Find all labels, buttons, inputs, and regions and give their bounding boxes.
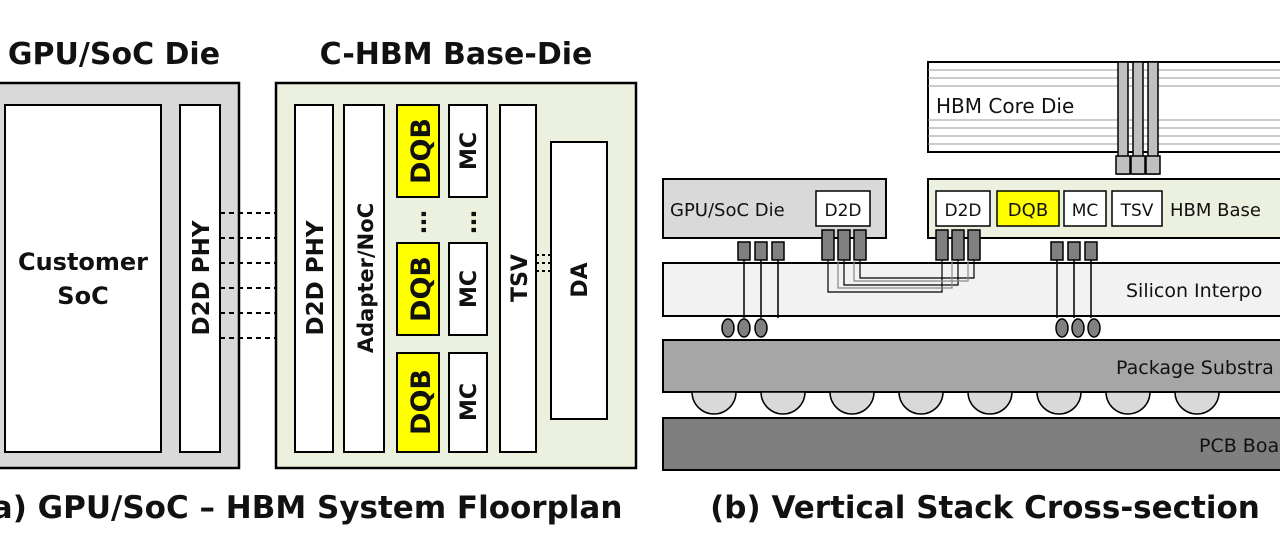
hbm-core-die-label: HBM Core Die (936, 94, 1074, 118)
hbm-core-die-stack (927, 61, 1280, 153)
panel-b-caption: (b) Vertical Stack Cross-section (710, 490, 1260, 526)
micro-bumps (737, 229, 1098, 261)
dqb-label-2: DQB (406, 256, 437, 322)
d2d-phy-gpu-block (179, 104, 221, 453)
mc-label-1: MC (457, 132, 482, 170)
silicon-interposer-label: Silicon Interpo (1126, 280, 1262, 302)
bga-balls (691, 391, 1220, 415)
mc-block-3 (448, 352, 488, 453)
d2d-gpu-block (815, 190, 871, 227)
da-label: DA (568, 262, 593, 297)
dqb-label-3: DQB (406, 369, 437, 435)
mc-ellipsis: … (454, 210, 482, 234)
pcb-board-label: PCB Boa (1199, 435, 1279, 457)
adapter-noc-label: Adapter/NoC (354, 203, 378, 353)
package-substrate (662, 339, 1280, 393)
tsv-block (499, 104, 537, 453)
d2d-gpu-label: D2D (825, 201, 862, 221)
tsv-label: TSV (508, 254, 533, 302)
hbm-base-label: HBM Base (1170, 200, 1261, 221)
d2d-phy-gpu-label: D2D PHY (189, 220, 215, 335)
gpu-soc-die-label-b: GPU/SoC Die (670, 200, 785, 221)
dqb-ellipsis: … (404, 210, 432, 234)
dqb-hbm-label: DQB (1008, 200, 1048, 221)
adapter-noc-block (343, 104, 385, 453)
panel-b-cross-section: HBM Core Die D2D DQB MC TSV HBM Base GPU… (662, 61, 1280, 526)
silicon-interposer (662, 262, 1280, 317)
mc-hbm-label: MC (1072, 201, 1099, 221)
d2d-hbm-block (935, 190, 991, 227)
d2d-phy-hbm-label: D2D PHY (303, 220, 329, 335)
hbm-core-die-layers (928, 69, 1280, 145)
tsv-da-link (536, 254, 551, 272)
tsv-pillars (1115, 61, 1161, 175)
gpu-soc-die-title: GPU/SoC Die (8, 37, 220, 72)
c-hbm-base-die-title: C-HBM Base-Die (320, 37, 593, 72)
dqb-block-3 (396, 352, 440, 453)
mc-hbm-block (1063, 190, 1107, 227)
interposer-vias (743, 260, 1092, 318)
mc-label-2: MC (457, 270, 482, 308)
panel-a-caption: (a) GPU/SoC – HBM System Floorplan (0, 490, 622, 526)
dqb-label-1: DQB (406, 118, 437, 184)
tsv-hbm-block (1111, 190, 1163, 227)
dqb-block-1 (396, 104, 440, 198)
d2d-phy-hbm-block (294, 104, 334, 453)
customer-soc-label-2: SoC (57, 282, 108, 310)
package-substrate-label: Package Substra (1116, 357, 1274, 379)
customer-soc-label-1: Customer (18, 248, 148, 276)
dqb-block-2 (396, 242, 440, 336)
mc-label-3: MC (457, 383, 482, 421)
panel-a-floorplan: GPU/SoC Die C-HBM Base-Die Customer SoC … (0, 37, 638, 526)
pcb-board (662, 417, 1280, 471)
da-block (550, 141, 608, 420)
tsv-hbm-label: TSV (1120, 201, 1154, 221)
dqb-hbm-block (996, 190, 1060, 227)
d2d-hbm-label: D2D (945, 201, 982, 221)
mc-block-1 (448, 104, 488, 198)
c4-bumps (721, 318, 1101, 338)
mc-block-2 (448, 242, 488, 336)
d2d-interconnect-lines (220, 212, 295, 339)
interposer-routing (827, 260, 975, 293)
customer-soc-block (4, 104, 162, 453)
